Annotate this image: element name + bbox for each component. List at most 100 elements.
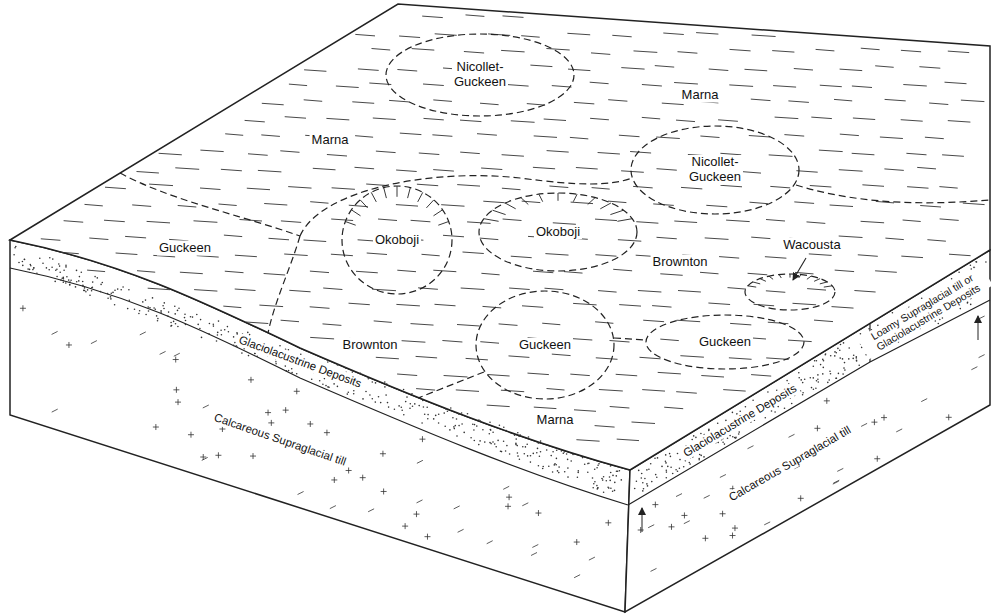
surface-stroke <box>834 99 852 101</box>
sand-dot <box>385 394 387 396</box>
sand-dot <box>458 413 460 415</box>
till-mark <box>651 568 657 571</box>
surface-stroke <box>245 120 265 122</box>
soil-name: Okoboji <box>534 225 582 240</box>
sand-dot <box>68 279 70 281</box>
sand-dot <box>985 261 987 263</box>
sand-dot <box>829 371 831 373</box>
sand-dot <box>675 469 677 471</box>
sand-dot <box>345 367 347 369</box>
sand-dot <box>217 334 219 336</box>
sand-dot <box>517 432 519 434</box>
surface-stroke <box>619 305 641 307</box>
surface-stroke <box>832 307 854 309</box>
sand-dot <box>51 266 53 268</box>
sand-dot <box>456 435 458 437</box>
sand-dot <box>401 410 403 412</box>
sand-dot <box>679 467 681 469</box>
sand-dot <box>403 414 405 416</box>
surface-stroke <box>949 254 971 256</box>
surface-stroke <box>766 291 785 293</box>
till-mark <box>424 534 430 540</box>
sand-dot <box>473 429 475 431</box>
soil-unit-border <box>646 315 804 369</box>
sand-dot <box>456 418 458 420</box>
till-mark <box>971 367 977 370</box>
sand-dot <box>689 462 691 464</box>
sand-dot <box>738 433 740 435</box>
till-mark <box>153 424 159 430</box>
sand-dot <box>892 312 894 314</box>
surface-stroke <box>444 376 468 378</box>
surface-stroke <box>807 289 826 291</box>
surface-stroke <box>906 153 926 155</box>
sand-dot <box>112 292 114 294</box>
surface-stroke <box>545 288 564 290</box>
hachure-tick <box>345 222 355 226</box>
sand-dot <box>598 463 600 465</box>
sand-dot <box>594 481 596 483</box>
sand-dot <box>839 357 841 359</box>
sand-dot <box>592 487 594 489</box>
sand-dot <box>63 278 65 280</box>
till-mark <box>503 486 509 489</box>
sand-dot <box>275 363 277 365</box>
surface-stroke <box>466 358 488 360</box>
sand-dot <box>727 437 729 439</box>
sand-dot <box>607 486 609 488</box>
till-mark <box>833 481 839 484</box>
surface-stroke <box>939 187 957 189</box>
sand-dot <box>59 272 61 274</box>
sand-dot <box>63 282 65 284</box>
sand-dot <box>384 386 386 388</box>
sand-dot <box>489 422 491 424</box>
till-mark <box>20 305 26 311</box>
sand-dot <box>657 457 659 459</box>
sand-dot <box>518 435 520 437</box>
sand-dot <box>49 257 51 259</box>
surface-stroke <box>501 50 524 52</box>
sand-dot <box>414 403 416 405</box>
sand-dot <box>91 287 93 289</box>
surface-stroke <box>304 100 323 102</box>
surface-stroke <box>258 170 282 172</box>
sand-dot <box>148 310 150 312</box>
sand-dot <box>213 325 215 327</box>
surface-stroke <box>884 169 903 171</box>
sand-dot <box>825 354 827 356</box>
sand-dot <box>352 371 354 373</box>
till-mark <box>330 506 336 509</box>
sand-dot <box>942 317 944 319</box>
till-mark <box>454 506 460 509</box>
sand-dot <box>285 365 287 367</box>
sand-dot <box>844 369 846 371</box>
surface-stroke <box>591 53 610 55</box>
sand-dot <box>602 479 604 481</box>
till-mark <box>732 525 738 531</box>
sand-dot <box>227 326 229 328</box>
sand-dot <box>838 373 840 375</box>
hachure-tick <box>426 200 433 208</box>
sand-dot <box>609 476 611 478</box>
sand-dot <box>410 403 412 405</box>
sand-dot <box>634 488 636 490</box>
till-mark <box>946 414 952 420</box>
till-mark <box>346 467 352 473</box>
sand-dot <box>802 394 804 396</box>
sand-dot <box>94 276 96 278</box>
sand-dot <box>677 453 679 455</box>
surface-stroke <box>310 202 328 204</box>
surface-stroke <box>718 120 738 122</box>
surface-stroke <box>355 34 375 36</box>
surface-stroke <box>323 324 342 326</box>
surface-stroke <box>235 255 257 257</box>
surface-stroke <box>197 256 219 258</box>
surface-stroke <box>852 86 872 88</box>
sand-dot <box>122 286 124 288</box>
surface-stroke <box>564 272 583 274</box>
surface-stroke <box>508 85 529 87</box>
sand-dot <box>567 459 569 461</box>
sand-dot <box>296 373 298 375</box>
sand-dot <box>729 435 731 437</box>
sand-dot <box>499 425 501 427</box>
